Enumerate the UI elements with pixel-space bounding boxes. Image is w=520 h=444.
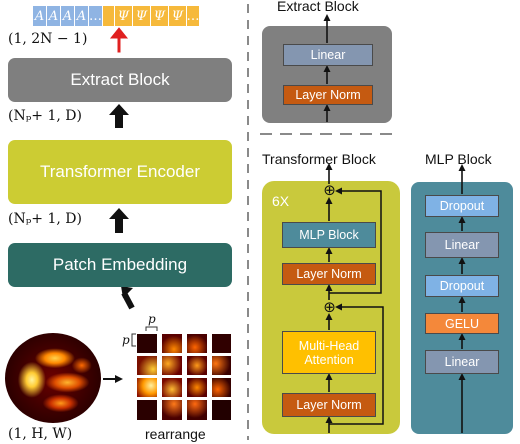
mlp-dropout-top: Dropout	[425, 195, 499, 217]
multi-head-attention-layer: Multi-Head Attention	[282, 331, 376, 374]
patch-size-label-top: p	[148, 312, 156, 326]
extract-block: Extract Block	[8, 58, 232, 102]
a-token-ellipsis: …	[89, 6, 103, 26]
shape-after-encoder: (Nₚ+ 1, D)	[8, 108, 82, 124]
mlp-block-layer: MLP Block	[282, 222, 376, 248]
psi-token: Ψ	[151, 6, 169, 26]
patch	[137, 378, 157, 397]
psi-token: Ψ	[169, 6, 187, 26]
patch	[162, 334, 182, 353]
mlp-linear-top: Linear	[425, 232, 499, 258]
rearrange-label: rearrange	[145, 426, 206, 442]
patch	[187, 400, 207, 420]
patch	[212, 400, 231, 420]
mlp-dropout-bottom: Dropout	[425, 275, 499, 297]
patch	[187, 334, 207, 353]
output-shape: (1, 2N − 1)	[8, 31, 88, 47]
patch	[137, 356, 157, 375]
mlp-detail-title: MLP Block	[425, 151, 492, 167]
a-token: A	[75, 6, 89, 26]
mlp-linear-bottom: Linear	[425, 350, 499, 374]
patch	[187, 356, 207, 375]
extract-layer-norm: Layer Norm	[283, 85, 373, 105]
patch	[212, 334, 231, 353]
transformer-detail-title: Transformer Block	[262, 151, 376, 167]
patch	[162, 378, 182, 397]
transformer-encoder: Transformer Encoder	[8, 140, 232, 204]
add-node-bottom: ⊕	[323, 299, 336, 316]
psi-token: Ψ	[115, 6, 133, 26]
input-heatmap-image	[5, 333, 101, 423]
rearranged-patches	[137, 334, 231, 420]
layer-norm-top: Layer Norm	[282, 263, 376, 285]
layer-norm-bottom: Layer Norm	[282, 393, 376, 417]
patch	[137, 334, 157, 353]
shape-after-embedding: (Nₚ+ 1, D)	[8, 211, 82, 227]
extract-linear-layer: Linear	[283, 44, 373, 66]
input-shape: (1, H, W)	[8, 426, 73, 442]
a-token: A	[47, 6, 61, 26]
a-token: A	[33, 6, 47, 26]
patch	[212, 356, 231, 375]
repeat-count: 6X	[272, 193, 290, 209]
patch	[162, 400, 182, 420]
token-gap	[103, 6, 115, 26]
psi-token-ellipsis: …	[187, 6, 200, 26]
a-token: A	[61, 6, 75, 26]
extract-detail-title: Extract Block	[277, 0, 359, 14]
patch	[137, 400, 157, 420]
patch-embedding: Patch Embedding	[8, 243, 232, 287]
patch	[187, 378, 207, 397]
add-node-top: ⊕	[323, 182, 336, 199]
patch	[212, 378, 231, 397]
mlp-gelu: GELU	[425, 313, 499, 334]
patch-size-label-left: p	[122, 333, 130, 347]
psi-token: Ψ	[133, 6, 151, 26]
patch	[162, 356, 182, 375]
token-sequence: A A A A … Ψ Ψ Ψ Ψ …	[33, 6, 200, 26]
